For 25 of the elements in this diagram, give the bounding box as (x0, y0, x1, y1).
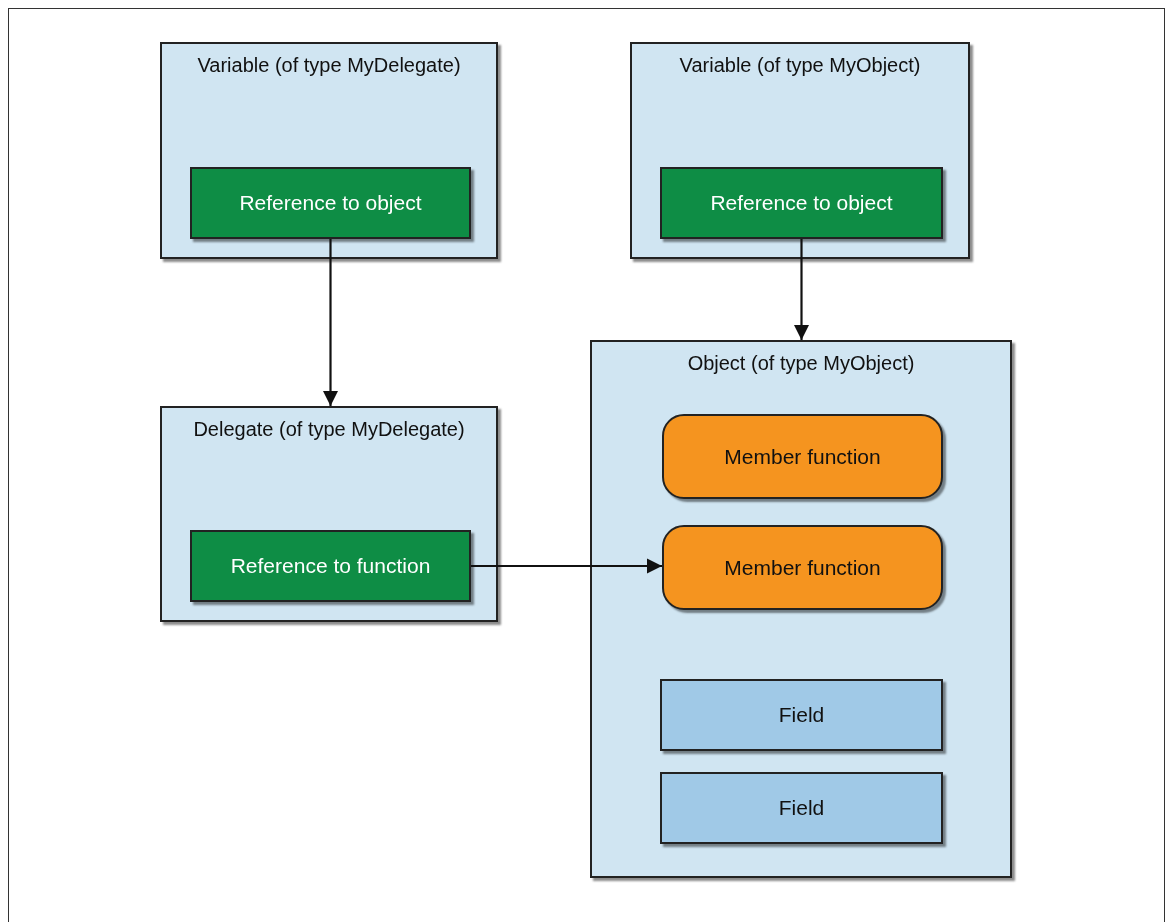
reference-box (190, 167, 471, 239)
member-function-box (662, 414, 943, 499)
field-box (660, 679, 943, 751)
container-box (590, 340, 1012, 878)
box-label: Reference to object (709, 191, 894, 215)
box-label: Reference to function (229, 554, 432, 578)
member-function-box (662, 525, 943, 610)
box-label: Field (777, 703, 826, 727)
arrow (793, 239, 810, 340)
box-label: Member function (723, 555, 882, 580)
container-box (160, 406, 498, 622)
container-box (630, 42, 970, 259)
box-title: Object (of type MyObject) (686, 352, 916, 375)
box-title: Variable (of type MyDelegate) (196, 54, 462, 77)
box-label: Member function (723, 444, 882, 469)
box-title: Delegate (of type MyDelegate) (192, 418, 466, 441)
reference-box (190, 530, 471, 602)
arrow (471, 558, 662, 574)
box-title: Variable (of type MyObject) (678, 54, 922, 77)
box-label: Reference to object (238, 191, 423, 215)
box-label: Field (777, 796, 826, 820)
field-box (660, 772, 943, 844)
container-box (160, 42, 498, 259)
reference-box (660, 167, 943, 239)
arrow (322, 239, 339, 406)
